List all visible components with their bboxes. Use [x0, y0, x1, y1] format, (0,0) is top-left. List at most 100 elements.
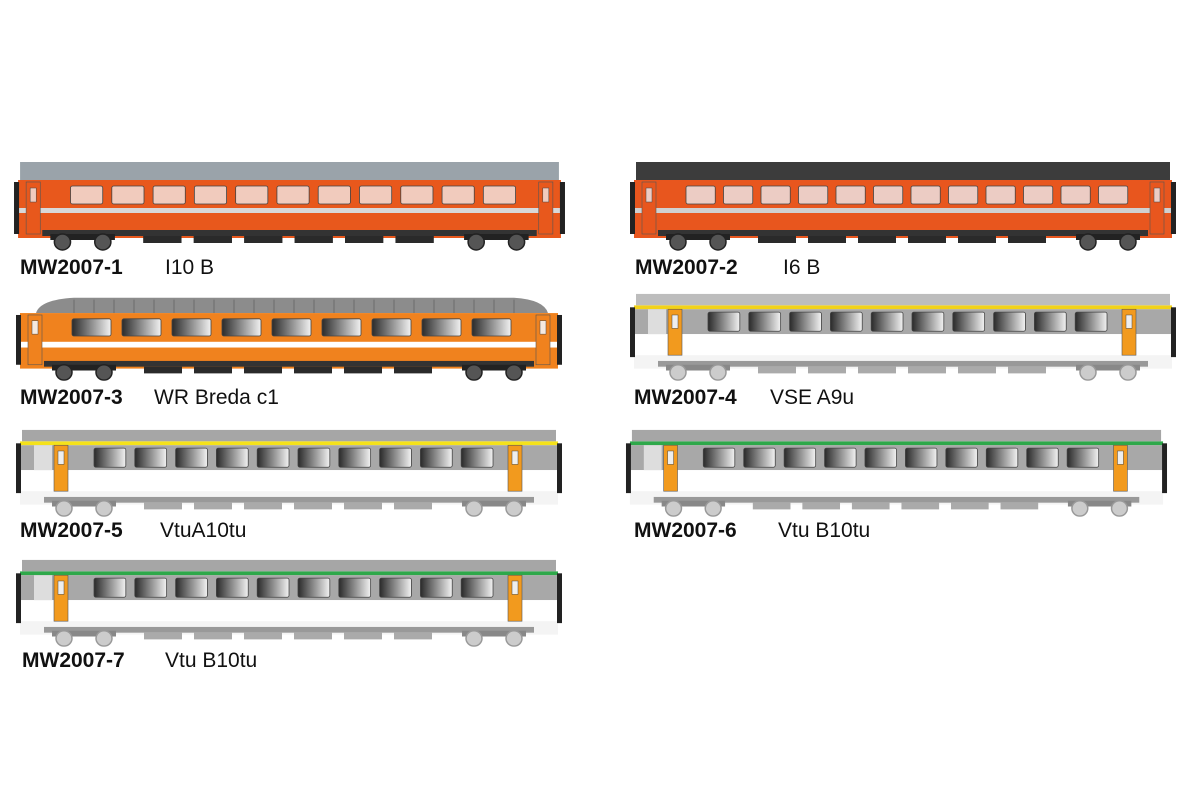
underframe-equipment — [908, 366, 946, 374]
wheel — [465, 500, 483, 517]
lower-body — [629, 470, 1164, 492]
underframe-equipment — [194, 632, 232, 640]
gangway-left — [16, 314, 21, 365]
gangway-right — [1171, 182, 1176, 234]
underframe-equipment — [858, 366, 896, 374]
door — [507, 574, 523, 622]
door-window — [667, 450, 674, 465]
wheel — [1071, 500, 1089, 517]
wheel — [465, 630, 483, 647]
underframe — [42, 230, 537, 236]
roof — [636, 293, 1170, 306]
underframe-equipment — [808, 236, 846, 243]
door — [507, 444, 523, 492]
underframe-equipment — [958, 236, 996, 243]
window — [482, 185, 516, 205]
underframe-equipment — [858, 236, 896, 243]
window — [321, 318, 362, 337]
livery-stripe — [20, 571, 558, 576]
window — [985, 185, 1016, 205]
underframe-equipment — [394, 632, 432, 640]
wheel — [55, 630, 73, 647]
coach-drawing-mw2007-6 — [624, 428, 1169, 518]
underframe-equipment — [758, 366, 796, 374]
end-panel — [648, 309, 666, 335]
underframe-equipment — [344, 502, 382, 510]
underframe-equipment — [344, 366, 382, 374]
product-code: MW2007-1 — [20, 256, 123, 279]
bogie-frame — [462, 500, 526, 507]
window — [1098, 185, 1129, 205]
product-code: MW2007-2 — [635, 256, 738, 279]
window — [175, 577, 208, 598]
window — [359, 185, 393, 205]
door — [1121, 308, 1137, 356]
window — [421, 318, 462, 337]
window — [215, 447, 249, 468]
window — [121, 318, 162, 337]
coach-type: I6 B — [783, 256, 821, 279]
underframe-equipment — [294, 236, 333, 243]
door — [53, 574, 69, 622]
underframe-equipment — [1000, 502, 1039, 510]
underframe-equipment — [144, 632, 182, 640]
livery-stripe — [20, 341, 558, 348]
window — [256, 447, 290, 468]
door-window — [542, 187, 550, 203]
coach-type: Vtu B10tu — [778, 519, 871, 542]
wheel — [505, 630, 523, 647]
window — [783, 447, 817, 468]
window — [93, 447, 127, 468]
coach-drawing-mw2007-2 — [628, 158, 1178, 252]
underframe-equipment — [244, 366, 282, 374]
wheel — [709, 364, 727, 381]
window — [338, 447, 372, 468]
door-window — [57, 580, 65, 595]
underframe-equipment — [344, 632, 382, 640]
window — [835, 185, 866, 205]
door-window — [29, 187, 37, 203]
coach-svg — [16, 297, 562, 381]
window — [910, 185, 941, 205]
window — [419, 577, 453, 598]
door-window — [1117, 450, 1124, 465]
window — [1033, 311, 1067, 332]
door — [27, 314, 43, 366]
underframe-equipment — [244, 502, 282, 510]
window — [702, 447, 736, 468]
gangway-left — [14, 182, 20, 234]
bogie-frame — [462, 364, 526, 371]
window — [1060, 185, 1091, 205]
wheel — [95, 630, 113, 647]
underframe-equipment — [1008, 366, 1046, 374]
livery-stripe — [20, 441, 558, 446]
gangway-right — [1171, 307, 1176, 358]
bogie-frame — [1067, 500, 1132, 507]
lower-body — [20, 600, 558, 622]
window — [134, 447, 168, 468]
window — [743, 447, 776, 468]
underframe-equipment — [752, 502, 791, 510]
window — [235, 185, 269, 205]
livery-stripe — [629, 441, 1164, 446]
underframe-equipment — [194, 366, 232, 374]
door-window — [645, 187, 653, 203]
window — [952, 311, 986, 332]
gangway-right — [1162, 443, 1168, 494]
underframe-equipment — [901, 502, 940, 510]
window — [221, 318, 262, 337]
window — [798, 185, 829, 205]
wheel — [1079, 233, 1097, 251]
underframe-equipment — [345, 236, 384, 243]
coach-svg — [16, 559, 562, 647]
coach-drawing-mw2007-1 — [12, 158, 567, 252]
coach-svg — [630, 162, 1176, 251]
wheel — [55, 364, 73, 381]
product-code: MW2007-4 — [634, 386, 737, 409]
underframe — [653, 496, 1140, 503]
window — [256, 577, 290, 598]
wheel — [1119, 233, 1137, 251]
bogie-frame — [462, 630, 526, 637]
door-window — [1153, 187, 1161, 203]
door-window — [1125, 314, 1133, 329]
